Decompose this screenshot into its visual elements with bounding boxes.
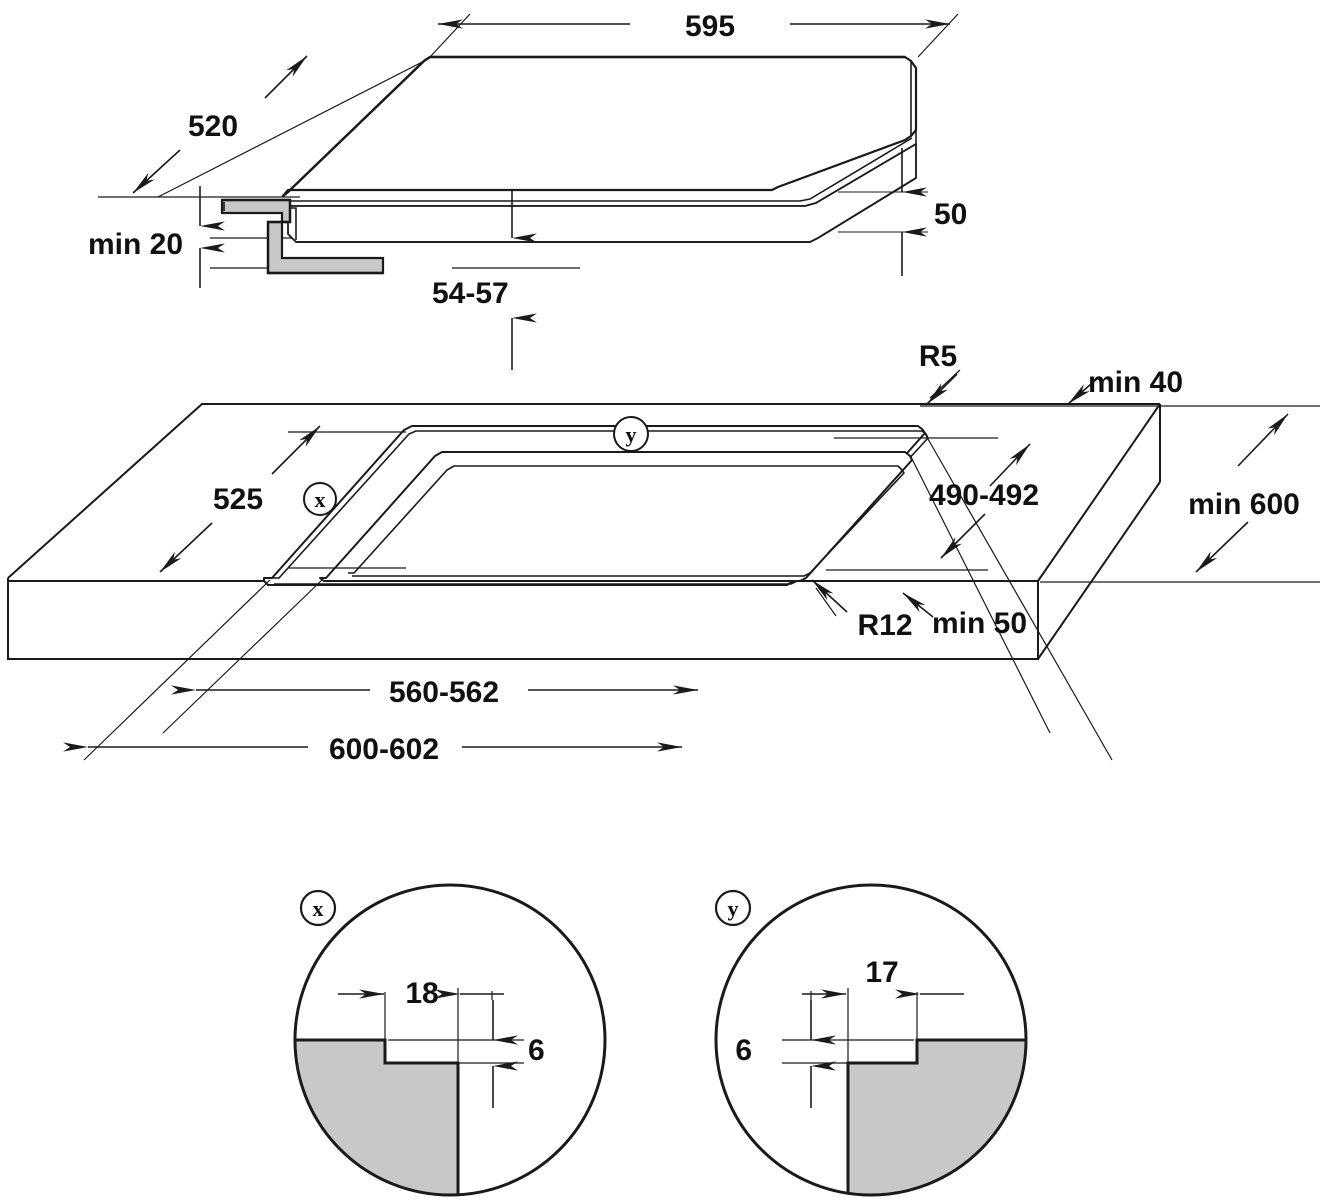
dimension-54-57: 54-57	[432, 191, 537, 370]
balloon-y: y	[613, 416, 649, 452]
dimension-R12: R12	[811, 579, 913, 642]
detail-y-witness	[782, 988, 918, 1068]
dimension-490-492: 490-492	[929, 443, 1039, 559]
dimension-label-490-492: 490-492	[929, 479, 1039, 512]
detail-y-circle	[714, 883, 1028, 1197]
detail-x-material	[295, 1038, 460, 1195]
detail-x-label-6: 6	[528, 1034, 545, 1067]
cooktop-top-plate	[281, 55, 918, 198]
worktop-cutout-view: 525 x y R5 min 40 490-492	[7, 340, 1320, 766]
dimension-label-min20: min 20	[88, 228, 183, 261]
dimension-min20: min 20	[88, 186, 225, 288]
dimension-min50: min 50	[902, 592, 1027, 640]
detail-x-dimension-6: 6	[492, 1000, 545, 1108]
dimension-label-520: 520	[188, 110, 238, 143]
dimension-label-560-562: 560-562	[389, 676, 499, 709]
balloon-y-label: y	[626, 422, 637, 447]
detail-y-balloon-label: y	[728, 896, 739, 921]
dimension-label-50: 50	[934, 198, 967, 231]
dimension-560-562: 560-562	[171, 676, 698, 709]
detail-y-label-6: 6	[735, 1034, 752, 1067]
balloon-x: x	[303, 482, 337, 516]
dimension-600-602: 600-602	[63, 733, 682, 766]
detail-x-circle	[293, 883, 607, 1197]
dimension-min40: min 40	[1067, 366, 1183, 405]
detail-view-x: x 18 6	[293, 883, 607, 1197]
dimension-595: 595	[438, 10, 950, 43]
dimension-min600: min 600	[1188, 413, 1300, 573]
dimension-label-600-602: 600-602	[329, 733, 439, 766]
witness-lines-middle	[83, 369, 1320, 761]
dimension-label-595: 595	[685, 10, 735, 43]
detail-x-balloon: x	[299, 889, 337, 927]
detail-y-dimension-6: 6	[735, 1000, 836, 1108]
detail-view-y: y 17 6	[714, 883, 1028, 1197]
detail-y-balloon: y	[714, 889, 752, 927]
dimension-520: 520	[132, 55, 308, 194]
dimension-label-R5: R5	[919, 340, 957, 373]
appliance-section-view: 595 520 min 20 54-57 50	[88, 10, 967, 370]
dimension-label-R12: R12	[857, 609, 912, 642]
detail-x-dimension-18: 18	[338, 977, 504, 1010]
bracket-inner-lines	[223, 202, 297, 240]
dimension-R5: R5	[919, 340, 958, 405]
detail-x-label-18: 18	[405, 977, 438, 1010]
detail-y-dimension-17: 17	[802, 956, 964, 999]
cooktop-body	[287, 143, 917, 243]
detail-y-label-17: 17	[865, 956, 898, 989]
dimension-label-525: 525	[213, 483, 263, 516]
dimension-label-min50: min 50	[932, 607, 1027, 640]
detail-x-balloon-label: x	[313, 896, 324, 921]
cutout-outline-inner-offset	[348, 465, 905, 577]
mounting-bracket-section	[220, 198, 385, 275]
balloon-x-label: x	[315, 487, 326, 512]
dimension-525: 525	[159, 425, 321, 573]
dimension-50: 50	[838, 148, 967, 276]
dimension-label-min40: min 40	[1088, 366, 1183, 399]
dimension-label-54-57: 54-57	[432, 277, 509, 310]
dimension-label-min600: min 600	[1188, 488, 1300, 521]
